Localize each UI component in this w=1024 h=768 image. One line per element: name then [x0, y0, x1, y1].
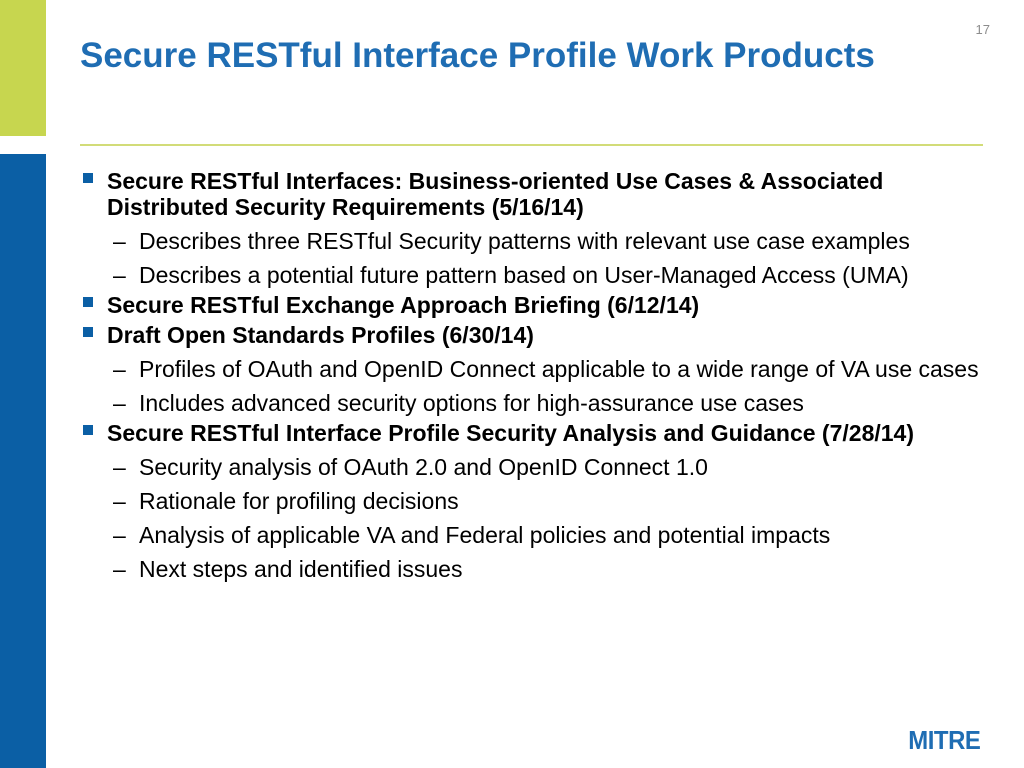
accent-bar-blue — [0, 154, 46, 768]
square-bullet-icon — [83, 173, 93, 183]
page-number: 17 — [975, 22, 990, 37]
sub-bullet-item: –Analysis of applicable VA and Federal p… — [80, 522, 980, 548]
sub-bullet-item: –Profiles of OAuth and OpenID Connect ap… — [80, 356, 980, 382]
slide-title: Secure RESTful Interface Profile Work Pr… — [80, 36, 875, 75]
mitre-logo: MITRE — [907, 725, 981, 755]
bullet-item: Secure RESTful Interfaces: Business-orie… — [80, 168, 980, 220]
dash-bullet-icon: – — [113, 228, 126, 254]
sub-bullet-text: Rationale for profiling decisions — [139, 488, 459, 514]
sub-bullet-text: Security analysis of OAuth 2.0 and OpenI… — [139, 454, 708, 480]
bullet-list: Secure RESTful Interfaces: Business-orie… — [80, 164, 980, 582]
bullet-text: Secure RESTful Exchange Approach Briefin… — [107, 292, 700, 318]
sub-bullet-text: Describes three RESTful Security pattern… — [139, 228, 910, 254]
square-bullet-icon — [83, 425, 93, 435]
sub-bullet-text: Analysis of applicable VA and Federal po… — [139, 522, 831, 548]
bullet-item: Secure RESTful Interface Profile Securit… — [80, 420, 980, 446]
sub-bullet-text: Profiles of OAuth and OpenID Connect app… — [139, 356, 979, 382]
bullet-text: Secure RESTful Interface Profile Securit… — [107, 420, 914, 446]
sub-bullet-item: –Includes advanced security options for … — [80, 390, 980, 416]
dash-bullet-icon: – — [113, 262, 126, 288]
sub-bullet-item: –Rationale for profiling decisions — [80, 488, 980, 514]
accent-bar-green — [0, 0, 46, 136]
bullet-item: Draft Open Standards Profiles (6/30/14) — [80, 322, 980, 348]
dash-bullet-icon: – — [113, 522, 126, 548]
title-divider — [80, 144, 983, 146]
square-bullet-icon — [83, 327, 93, 337]
sub-bullet-text: Next steps and identified issues — [139, 556, 463, 582]
square-bullet-icon — [83, 297, 93, 307]
sub-bullet-item: –Describes three RESTful Security patter… — [80, 228, 980, 254]
sub-bullet-text: Describes a potential future pattern bas… — [139, 262, 909, 288]
sub-bullet-text: Includes advanced security options for h… — [139, 390, 804, 416]
bullet-item: Secure RESTful Exchange Approach Briefin… — [80, 292, 980, 318]
bullet-text: Draft Open Standards Profiles (6/30/14) — [107, 322, 534, 348]
dash-bullet-icon: – — [113, 356, 126, 382]
dash-bullet-icon: – — [113, 556, 126, 582]
sub-bullet-item: –Describes a potential future pattern ba… — [80, 262, 980, 288]
dash-bullet-icon: – — [113, 454, 126, 480]
dash-bullet-icon: – — [113, 488, 126, 514]
dash-bullet-icon: – — [113, 390, 126, 416]
sub-bullet-item: –Security analysis of OAuth 2.0 and Open… — [80, 454, 980, 480]
sub-bullet-item: –Next steps and identified issues — [80, 556, 980, 582]
bullet-text: Secure RESTful Interfaces: Business-orie… — [107, 168, 884, 220]
